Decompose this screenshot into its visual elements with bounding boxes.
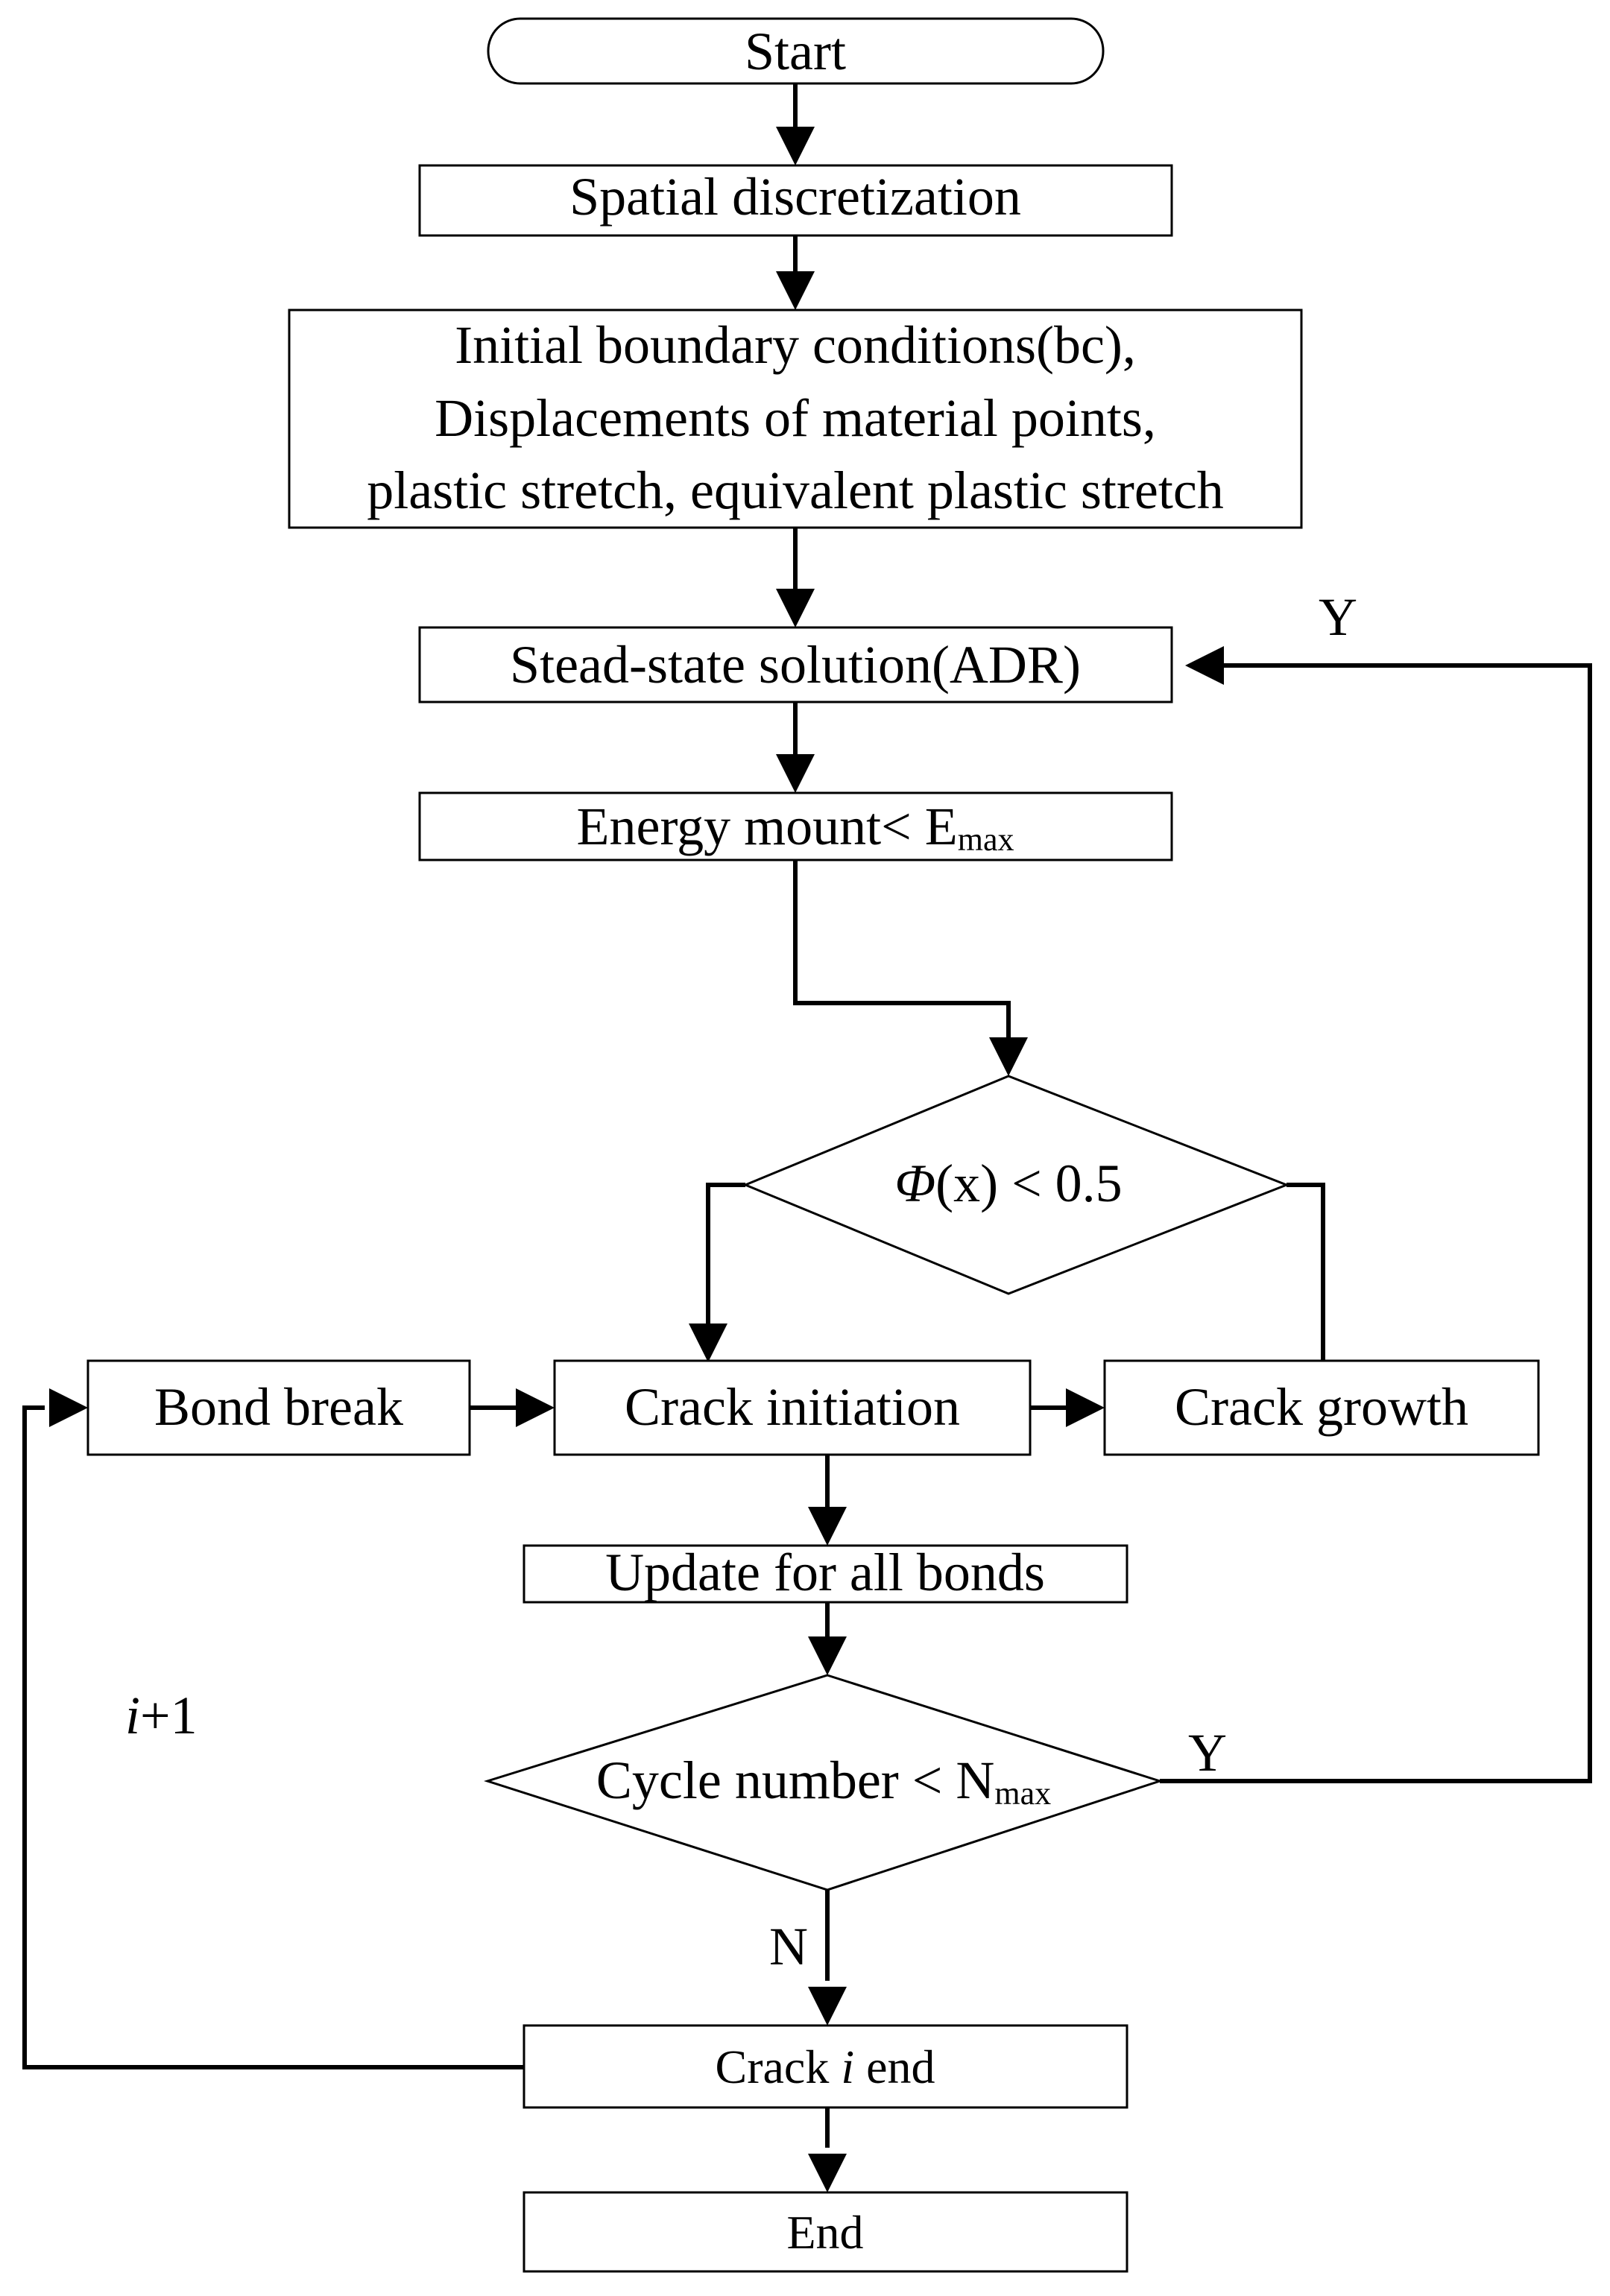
arrowhead-down [776, 589, 815, 627]
phi-symbol: Φ [894, 1154, 935, 1213]
initial-line-2: Displacements of material points, [435, 388, 1156, 448]
arrowhead-down [776, 271, 815, 310]
start-terminal [487, 17, 1105, 85]
energy-label: Energy mount< Emax [577, 797, 1014, 858]
bond-break-label: Bond break [154, 1377, 403, 1437]
crack-growth-label: Crack growth [1175, 1377, 1468, 1437]
arrowhead-down [808, 2154, 847, 2192]
spatial-label: Spatial discretization [569, 167, 1021, 227]
crack-growth-box [1103, 1359, 1540, 1456]
arrow-crack-end-loop-to-bond-break [22, 1405, 524, 2069]
crack-end-box [523, 2024, 1128, 2109]
crack-initiation-box [553, 1359, 1032, 1456]
crack-initiation-label: Crack initiation [625, 1377, 960, 1437]
arrowhead-right [1066, 1388, 1105, 1427]
end-box [523, 2191, 1128, 2273]
iteration-label: i+1 [125, 1686, 198, 1745]
stead-state-box [418, 626, 1173, 703]
node-shapes [86, 17, 1540, 2273]
arrowhead-down [808, 1507, 847, 1546]
update-label: Update for all bonds [605, 1543, 1045, 1602]
end-label: End [786, 2206, 863, 2259]
spatial-discretization-box [418, 164, 1173, 237]
bond-break-box [86, 1359, 471, 1456]
connectors [22, 83, 1592, 2148]
arrowhead-down [689, 1323, 727, 1362]
arrow-energy-to-phi [793, 860, 1011, 1043]
arrowheads [49, 127, 1224, 2192]
phi-decision-diamond [742, 1075, 1290, 1295]
energy-subscript: max [958, 821, 1014, 858]
arrowhead-down [808, 1636, 847, 1675]
arrowhead-left [1185, 646, 1224, 685]
arrowhead-down [808, 1987, 847, 2025]
stead-label: Stead-state solution(ADR) [510, 635, 1081, 695]
cycle-no-label: N [769, 1917, 808, 1976]
arrowhead-down [989, 1037, 1028, 1076]
arrowhead-down [776, 127, 815, 165]
cycle-label: Cycle number < Nmax [596, 1751, 1051, 1812]
cycle-decision-diamond [484, 1674, 1164, 1891]
arrowhead-right [49, 1388, 88, 1427]
initial-line-1: Initial boundary conditions(bc), [455, 315, 1136, 375]
start-label: Start [745, 22, 846, 81]
node-labels: Start Spatial discretization Initial bou… [154, 22, 1468, 2259]
arrow-cycle-yes-loop-to-stead [1160, 663, 1592, 1783]
cycle-subscript: max [994, 1775, 1051, 1812]
arrowhead-down [776, 754, 815, 793]
loop-yes-label: Y [1319, 587, 1357, 647]
energy-condition-box [418, 791, 1173, 861]
arrowhead-right [516, 1388, 555, 1427]
cycle-yes-label: Y [1188, 1723, 1227, 1783]
phi-label: Φ(x) < 0.5 [894, 1154, 1122, 1213]
line-phi-to-crack-growth [1287, 1183, 1325, 1361]
arrow-phi-to-crack-initiation [706, 1183, 745, 1323]
update-bonds-box [523, 1544, 1128, 1604]
initial-line-3: plastic stretch, equivalent plastic stre… [367, 461, 1224, 520]
initial-conditions-box [288, 309, 1303, 529]
crack-end-label: Crack i end [716, 2040, 935, 2093]
edge-labels: Y Y N i+1 [125, 587, 1357, 1976]
